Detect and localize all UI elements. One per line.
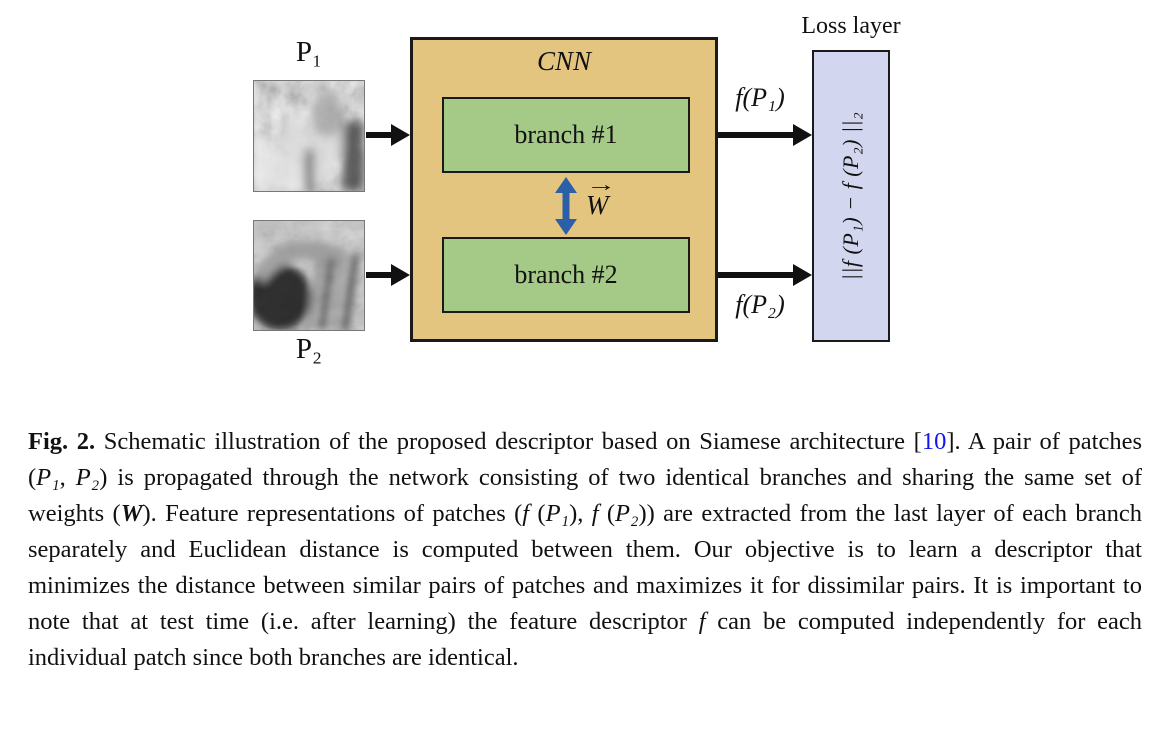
output-arrow1-head [793,124,812,146]
branch1-label: branch #1 [514,120,618,149]
f-p1-label: f(P₁) [735,83,785,112]
f-p2-label: f(P₂) [735,290,785,319]
caption-text: W [120,499,143,527]
cnn-title: CNN [536,46,592,76]
citation-link[interactable]: 10 [921,427,947,455]
caption-text: f [522,499,530,527]
caption-text: ) is propagated through the network cons… [28,463,1142,527]
caption-text: f [591,499,599,527]
caption-text: Fig. 2. [28,427,96,455]
input-arrow2-shaft [366,272,394,278]
weight-sharing-arrow-icon [555,177,577,235]
caption-text: ( [529,499,546,527]
caption-text: ( [598,499,616,527]
vector-arrow-icon: → [586,174,617,196]
caption-text: , [59,463,76,491]
caption-text: ]. A pair of patches ( [28,427,1142,491]
output-arrow1-shaft [718,132,794,138]
input-arrow2-head [391,264,410,286]
patch1-label: P₁ [295,36,323,68]
patch1-image [253,80,365,192]
patch2-image [253,220,365,331]
loss-expression: ||f (P₁) − f (P₂) ||₂ [838,111,864,281]
caption-text: P₁ [545,499,570,527]
branch2-box: branch #2 [442,237,690,313]
caption-text: can be computed independently for each i… [28,607,1143,671]
loss-layer-box: ||f (P₁) − f (P₂) ||₂ [812,50,890,342]
output-arrow2-shaft [718,272,794,278]
caption-text: P₂ [615,499,639,527]
branch1-box: branch #1 [442,97,690,173]
caption-text: )) are extracted from the last layer of … [28,499,1142,635]
patch2-label: P₂ [295,333,323,365]
figure-caption: Fig. 2. Schematic illustration of the pr… [28,424,1142,676]
weights-vector-label: → W [586,174,617,220]
input-arrow1-shaft [366,132,394,138]
caption-text: ). Feature representations of patches ( [142,499,523,527]
caption-text: P₁ [36,463,60,491]
input-arrow1-head [391,124,410,146]
figure-diagram: P₁ [253,13,901,365]
caption-text: Schematic illustration of the proposed d… [95,427,922,455]
caption-text: ), [569,499,592,527]
output-arrow2-head [793,264,812,286]
caption-text: P₂ [75,463,100,491]
loss-layer-title: Loss layer [801,13,901,39]
branch2-label: branch #2 [514,260,618,289]
caption-text: f [698,607,706,635]
